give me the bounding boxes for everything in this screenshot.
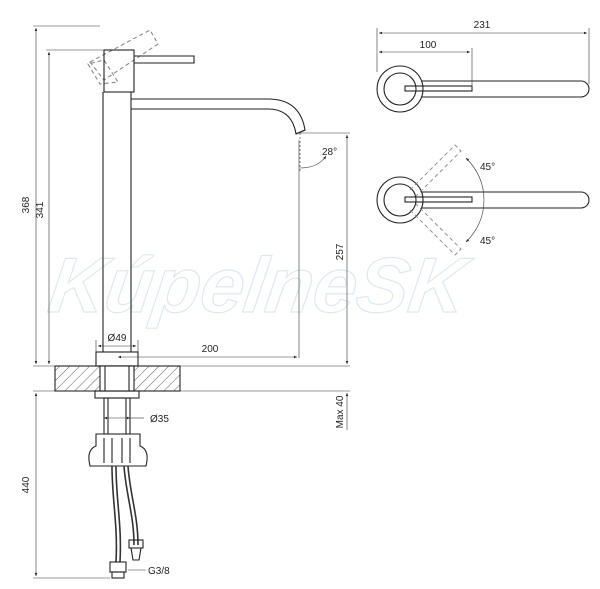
countertop — [54, 365, 181, 392]
hose-fittings — [109, 539, 144, 579]
dim-outlet-height: 257 — [335, 243, 346, 260]
top-view-swing — [376, 176, 590, 224]
faucet-spout — [131, 98, 306, 135]
side-view — [54, 29, 306, 579]
dim-top-lever-reach: 100 — [420, 40, 437, 51]
supply-hoses — [111, 465, 139, 563]
lever-ghost — [87, 29, 159, 85]
dim-spout-height: 341 — [35, 201, 46, 218]
top-view-straight — [376, 65, 590, 113]
dim-lever-angle-down: 45° — [480, 236, 495, 247]
side-dimensions — [33, 25, 350, 579]
dim-max-deck: Max 40 — [335, 395, 346, 428]
dim-spout-reach: 200 — [202, 344, 219, 355]
lever-swing-dimensions — [465, 157, 485, 243]
dim-spout-angle: 28° — [322, 147, 337, 158]
lever-handle — [103, 49, 195, 93]
shank — [94, 390, 140, 435]
dim-hose-thread: G3/8 — [148, 566, 170, 577]
faucet-body — [95, 92, 139, 373]
dim-base-diameter: Ø49 — [108, 333, 127, 344]
dim-hose-length: 440 — [21, 476, 32, 493]
watermark: KúpelneSK — [44, 241, 478, 329]
top-view-dimensions — [376, 28, 590, 88]
dim-total-height: 368 — [21, 196, 32, 213]
dim-top-width: 231 — [474, 20, 491, 31]
dim-lever-angle-up: 45° — [480, 162, 495, 173]
mounting-nut — [88, 433, 148, 467]
dim-shank-diameter: Ø35 — [150, 414, 169, 425]
lever-swing-ghosts — [409, 144, 462, 256]
